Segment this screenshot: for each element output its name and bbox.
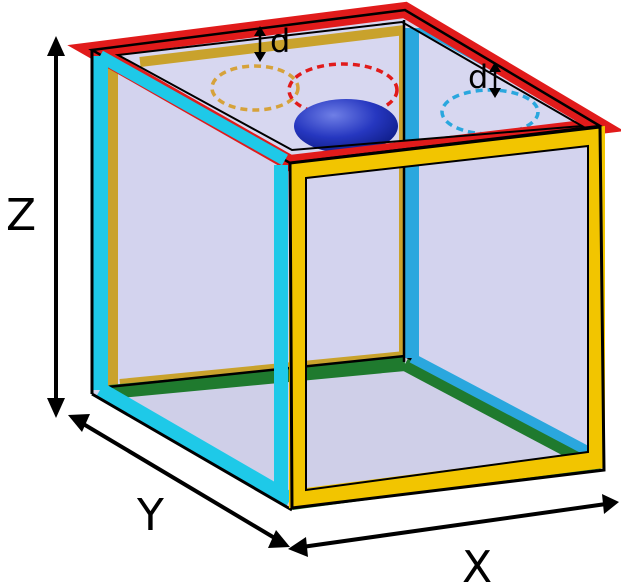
y-axis-arrow [68, 414, 290, 548]
y-axis-label: Y [136, 490, 164, 541]
left-frame [90, 50, 295, 512]
x-axis-label: X [462, 542, 492, 584]
gap-label-top: d [270, 22, 290, 60]
front-frame [288, 125, 606, 510]
ring-blue [440, 88, 540, 136]
gap-arrow-side [489, 62, 501, 98]
ring-orange [210, 64, 300, 112]
gap-arrow-top [254, 26, 266, 62]
z-axis-arrow [47, 36, 65, 418]
z-axis-label: Z [6, 190, 36, 241]
gap-label-side: d [468, 58, 488, 96]
x-axis-arrow [288, 494, 619, 557]
particle-ellipsoid [294, 99, 398, 153]
